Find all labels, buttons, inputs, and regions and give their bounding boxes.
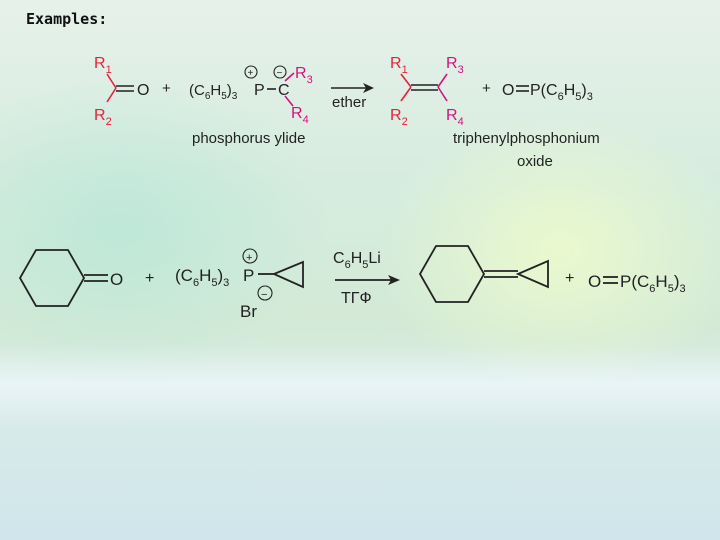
oxide-caption-line1: triphenylphosphonium: [453, 130, 600, 147]
reagent-phenyllithium: C6H5Li: [333, 250, 381, 271]
reaction-arrow-1: [331, 83, 374, 93]
oxide2-formula: P(C6H5)3: [620, 272, 686, 295]
ylide-caption: phosphorus ylide: [192, 130, 305, 147]
bond-c-r4: [284, 95, 294, 107]
r1-label: R1: [94, 55, 112, 76]
r4-label: R4: [291, 105, 309, 126]
ylide-p: P: [254, 82, 265, 99]
oxide2-o: O: [588, 272, 601, 291]
bond-r1: [106, 73, 117, 89]
cyclopropylidene-cyclohexane: [418, 245, 549, 303]
reaction-1: R1 R2 O + (C6H5)3 P + C − R3 R4: [94, 55, 600, 170]
cyclohexane-ring: [18, 249, 86, 307]
plus-sign-2: +: [482, 80, 491, 97]
bromide-minus-circle: [257, 285, 273, 301]
salt-plus-circle: [242, 248, 258, 264]
bond-c-r3: [284, 72, 295, 82]
bromide-minus-charge: −: [261, 289, 267, 301]
ketone-o: O: [110, 270, 123, 289]
plus-sign-4: +: [565, 270, 574, 287]
slide-heading: Examples:: [26, 10, 108, 28]
r3-label: R3: [295, 65, 313, 86]
product-r4-label: R4: [446, 107, 464, 128]
reagent-ether: ether: [332, 94, 366, 111]
ylide-phenyl-group: (C6H5)3: [189, 82, 238, 102]
reagent-solvent: ТГФ: [341, 290, 372, 307]
product-r1-label: R1: [390, 55, 408, 76]
carbonyl-compound: R1 R2 O: [94, 55, 149, 128]
product-cyclohexane-ring: [418, 245, 486, 303]
product-r3-label: R3: [446, 55, 464, 76]
oxide-formula: P(C6H5)3: [530, 82, 593, 103]
plus-sign-3: +: [145, 270, 154, 287]
ylide-c: C: [278, 82, 290, 99]
carbonyl-o: O: [137, 82, 149, 99]
plus-charge: +: [248, 68, 254, 79]
product-r2-label: R2: [390, 107, 408, 128]
plus-sign-1: +: [162, 80, 171, 97]
cyclopropyl-ring: [271, 260, 304, 289]
bond-r2: [106, 87, 117, 103]
light-band: [0, 345, 720, 425]
salt-phenyl-group: (C6H5)3: [175, 266, 229, 289]
phosphonium-salt: (C6H5)3 P + − Br: [175, 248, 304, 321]
minus-charge-circle: [273, 65, 287, 79]
bromide: Br: [240, 302, 257, 321]
oxide-caption-line2: oxide: [517, 153, 553, 170]
plus-charge-circle: [244, 65, 258, 79]
salt-p: P: [243, 266, 254, 285]
salt-plus-charge: +: [246, 252, 252, 264]
r2-label: R2: [94, 107, 112, 128]
phosphine-oxide-1: O P(C6H5)3: [502, 82, 593, 103]
alkene-product: R1 R2 R3 R4: [390, 55, 464, 128]
cyclohexanone: O: [18, 249, 123, 307]
phosphorus-ylide: (C6H5)3 P + C − R3 R4: [189, 65, 313, 126]
oxide-o: O: [502, 82, 514, 99]
reaction-arrow-2: [335, 275, 400, 285]
minus-charge: −: [277, 68, 283, 79]
phosphine-oxide-2: O P(C6H5)3: [588, 272, 686, 295]
product-cyclopropane-ring: [515, 259, 549, 289]
reaction-2: O + (C6H5)3 P + − Br C6H5Li ТГФ: [18, 245, 686, 321]
